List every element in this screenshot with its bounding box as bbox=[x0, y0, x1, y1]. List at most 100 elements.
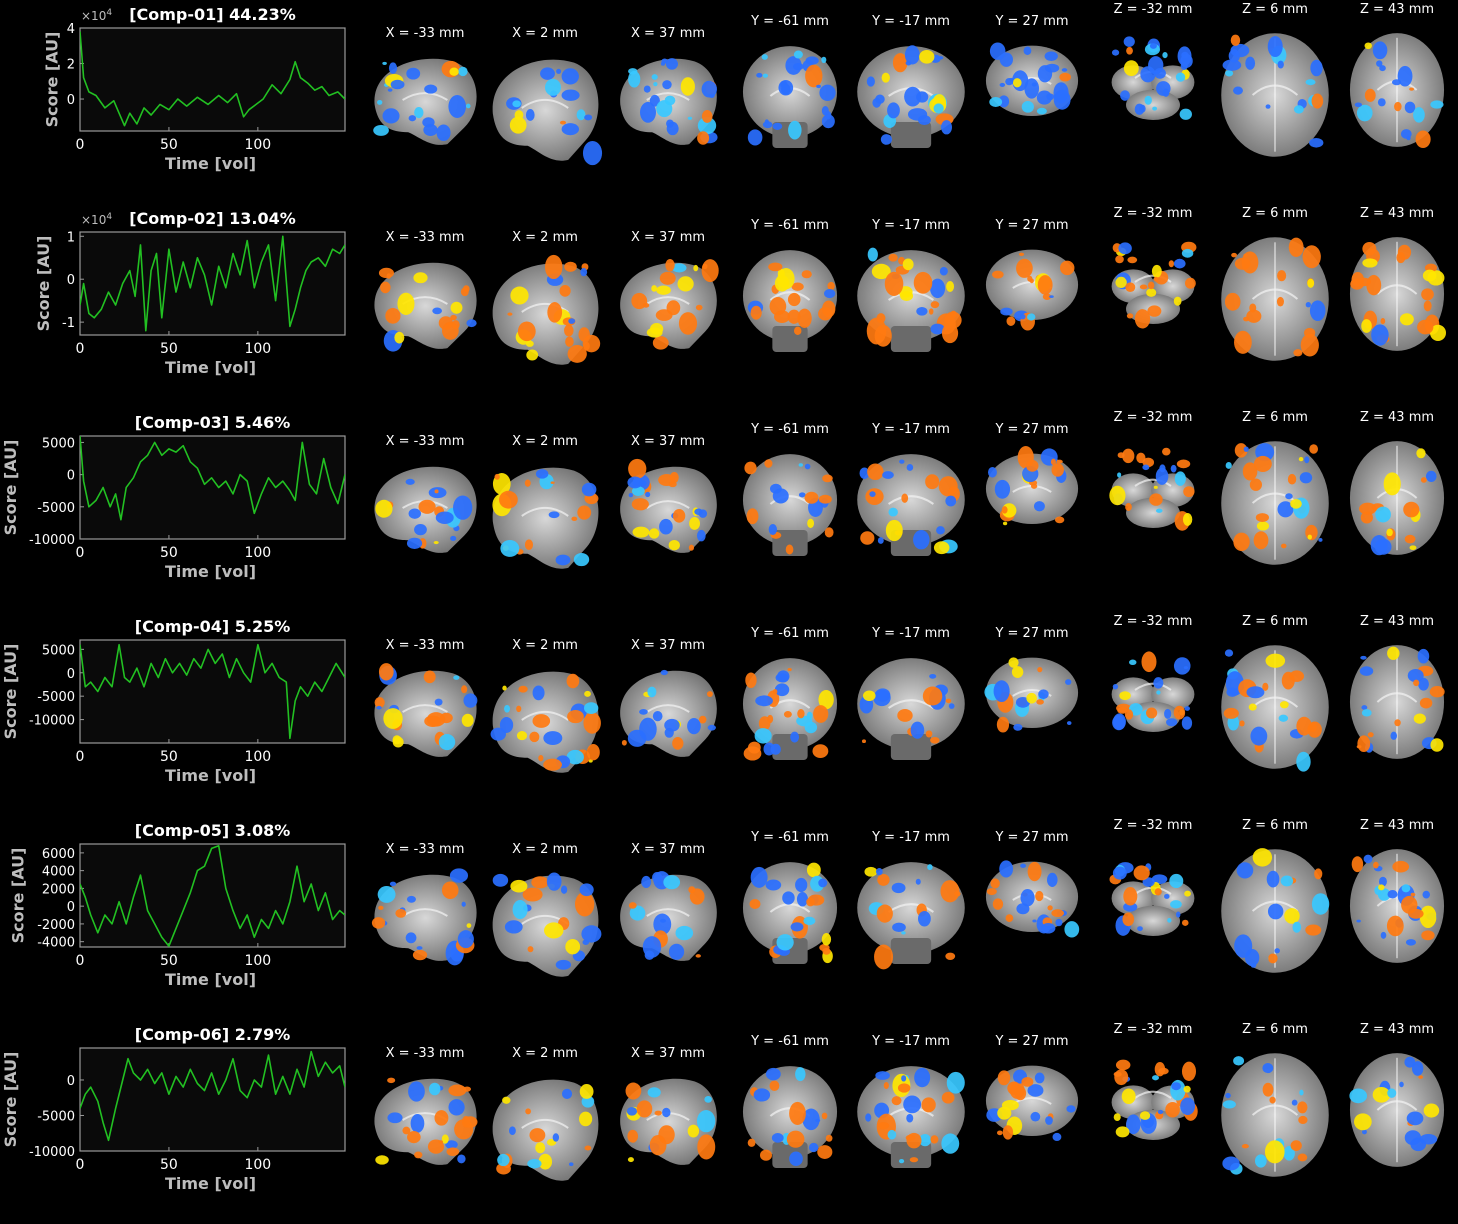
negative-activation-blob bbox=[933, 103, 944, 114]
brain-slice bbox=[742, 250, 838, 352]
positive-activation-blob bbox=[1276, 296, 1284, 307]
series-line bbox=[80, 31, 345, 127]
negative-activation-blob bbox=[1027, 313, 1036, 321]
negative-activation-blob bbox=[408, 508, 422, 519]
negative-activation-blob bbox=[1360, 655, 1367, 660]
positive-activation-blob bbox=[1005, 914, 1014, 922]
negative-activation-blob bbox=[1404, 1056, 1416, 1068]
slice-coordinate-label: Y = 27 mm bbox=[995, 1034, 1069, 1049]
slice-coordinate-label: Z = 6 mm bbox=[1242, 818, 1308, 833]
positive-activation-blob bbox=[1141, 651, 1157, 673]
negative-activation-blob bbox=[668, 943, 685, 960]
negative-activation-blob bbox=[1038, 689, 1049, 700]
positive-activation-blob bbox=[1035, 890, 1044, 902]
positive-activation-blob bbox=[394, 331, 405, 344]
positive-activation-blob bbox=[579, 1111, 593, 1127]
negative-activation-blob bbox=[1417, 648, 1430, 664]
brain-slice bbox=[492, 59, 603, 166]
negative-activation-blob bbox=[819, 84, 836, 102]
positive-activation-blob bbox=[1173, 296, 1182, 306]
y-axis-label: Score [AU] bbox=[9, 848, 28, 944]
negative-activation-blob bbox=[556, 68, 562, 74]
positive-activation-blob bbox=[1307, 534, 1312, 540]
brain-slice bbox=[985, 42, 1079, 116]
negative-activation-blob bbox=[1305, 302, 1311, 308]
negative-activation-blob bbox=[463, 693, 478, 708]
brain-slice bbox=[620, 58, 718, 145]
negative-activation-blob bbox=[1401, 884, 1411, 893]
slice-coordinate-label: Y = -61 mm bbox=[751, 218, 829, 233]
negative-activation-blob bbox=[387, 88, 393, 92]
negative-activation-blob bbox=[408, 115, 417, 122]
positive-activation-blob bbox=[1314, 868, 1323, 880]
positive-activation-blob bbox=[1056, 459, 1063, 464]
negative-activation-blob bbox=[771, 1133, 784, 1143]
negative-activation-blob bbox=[1225, 70, 1234, 77]
negative-activation-blob bbox=[1243, 446, 1249, 452]
brain-slice bbox=[857, 862, 965, 970]
negative-activation-blob bbox=[1180, 1097, 1196, 1116]
positive-activation-blob bbox=[678, 312, 698, 335]
negative-activation-blob bbox=[824, 288, 836, 299]
negative-activation-blob bbox=[875, 1071, 890, 1080]
positive-activation-blob bbox=[1394, 719, 1401, 727]
plot-area bbox=[79, 231, 346, 336]
brain-slice bbox=[1221, 237, 1329, 361]
positive-activation-blob bbox=[371, 917, 386, 929]
negative-activation-blob bbox=[509, 1126, 516, 1136]
positive-activation-blob bbox=[524, 539, 534, 551]
negative-activation-blob bbox=[1233, 86, 1243, 95]
positive-activation-blob bbox=[885, 519, 903, 542]
positive-activation-blob bbox=[510, 286, 529, 305]
negative-activation-blob bbox=[899, 459, 905, 464]
positive-activation-blob bbox=[1265, 653, 1286, 668]
negative-activation-blob bbox=[1045, 1116, 1053, 1125]
negative-activation-blob bbox=[999, 82, 1006, 88]
negative-activation-blob bbox=[987, 467, 997, 478]
negative-activation-blob bbox=[457, 930, 474, 949]
negative-activation-blob bbox=[662, 80, 672, 90]
positive-activation-blob bbox=[1253, 455, 1272, 472]
positive-activation-blob bbox=[1126, 46, 1133, 55]
positive-activation-blob bbox=[527, 946, 534, 953]
negative-activation-blob bbox=[461, 901, 466, 907]
positive-activation-blob bbox=[818, 306, 833, 321]
negative-activation-blob bbox=[756, 72, 763, 78]
positive-activation-blob bbox=[990, 878, 1000, 889]
positive-activation-blob bbox=[1429, 324, 1446, 342]
negative-activation-blob bbox=[1144, 95, 1152, 105]
y-tick-label: -5000 bbox=[37, 690, 75, 705]
brain-slice bbox=[374, 262, 477, 352]
negative-activation-blob bbox=[765, 1067, 781, 1081]
negative-activation-blob bbox=[465, 103, 471, 109]
negative-activation-blob bbox=[1291, 1099, 1298, 1106]
positive-activation-blob bbox=[538, 755, 544, 762]
negative-activation-blob bbox=[778, 80, 794, 96]
slice-coordinate-label: Y = -17 mm bbox=[872, 218, 950, 233]
negative-activation-blob bbox=[660, 61, 665, 66]
slice-coordinate-label: Y = -17 mm bbox=[872, 830, 950, 845]
positive-activation-blob bbox=[1419, 697, 1433, 709]
positive-activation-blob bbox=[586, 743, 600, 761]
y-tick-label: 0 bbox=[67, 667, 75, 682]
positive-activation-blob bbox=[1241, 251, 1259, 274]
negative-activation-blob bbox=[1164, 893, 1170, 899]
positive-activation-blob bbox=[817, 1145, 833, 1159]
positive-activation-blob bbox=[930, 1135, 939, 1144]
positive-activation-blob bbox=[693, 264, 699, 272]
positive-activation-blob bbox=[818, 494, 832, 504]
positive-activation-blob bbox=[881, 72, 890, 83]
positive-activation-blob bbox=[461, 1116, 471, 1128]
positive-activation-blob bbox=[448, 1084, 467, 1097]
negative-activation-blob bbox=[1377, 888, 1391, 901]
negative-activation-blob bbox=[525, 109, 535, 121]
negative-activation-blob bbox=[512, 100, 521, 108]
slice-coordinate-label: Y = -61 mm bbox=[751, 422, 829, 437]
positive-activation-blob bbox=[1409, 545, 1417, 551]
negative-activation-blob bbox=[377, 885, 396, 903]
negative-activation-blob bbox=[1123, 902, 1138, 912]
negative-activation-blob bbox=[887, 1129, 897, 1140]
positive-activation-blob bbox=[897, 1083, 911, 1093]
